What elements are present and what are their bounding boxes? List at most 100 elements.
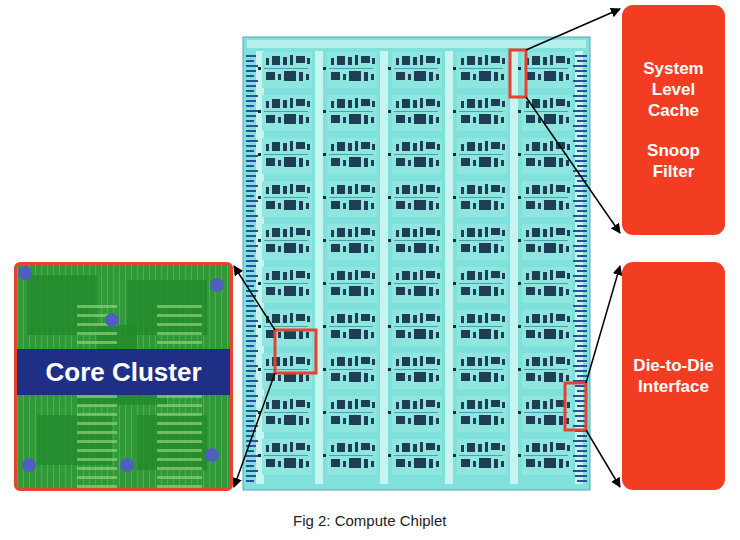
cell-mark	[420, 184, 423, 194]
core-block	[457, 224, 507, 260]
core-block	[457, 52, 507, 88]
cell-mark	[299, 201, 303, 210]
io-tick	[575, 85, 587, 87]
cell-mark	[426, 400, 435, 407]
cell-mark	[348, 401, 352, 409]
cell-mark	[437, 316, 440, 322]
cell-mark	[290, 141, 293, 151]
texture-line	[77, 458, 117, 461]
cell-mark	[491, 314, 500, 321]
cell-mark	[331, 144, 334, 151]
cell-mark	[266, 287, 275, 295]
cell-mark	[567, 445, 570, 451]
cell-mark	[396, 402, 399, 409]
cell-mark	[372, 316, 375, 322]
cell-mark	[436, 160, 439, 166]
cell-mark	[550, 227, 553, 237]
channel	[445, 51, 453, 484]
io-tick	[246, 380, 258, 382]
via-dot	[258, 67, 261, 70]
cell-mark	[272, 185, 280, 194]
cell-mark	[538, 375, 541, 381]
cell-mark	[266, 402, 269, 409]
cell-mark	[532, 142, 540, 151]
cell-mark	[331, 416, 340, 424]
core-block	[392, 396, 442, 432]
io-tick	[573, 155, 587, 157]
io-tick	[575, 235, 587, 237]
texture-dot	[18, 266, 32, 280]
cell-mark	[478, 229, 482, 237]
io-tick	[573, 140, 587, 142]
cell-mark	[306, 332, 309, 338]
texture-line	[77, 422, 117, 425]
texture-line	[157, 431, 202, 434]
cell-mark	[437, 230, 440, 236]
cell-mark	[467, 400, 475, 409]
io-tick	[577, 255, 587, 257]
cell-mark	[567, 144, 570, 150]
cell-mark	[299, 72, 303, 81]
cell-mark	[299, 459, 303, 468]
cell-mark	[266, 115, 275, 123]
cell-mark	[413, 100, 417, 108]
cell-mark	[364, 72, 368, 81]
cell-mark	[331, 244, 340, 252]
cell-mark	[414, 243, 426, 253]
cell-mark	[550, 55, 553, 65]
cell-mark	[461, 287, 470, 295]
cell-mark	[355, 55, 358, 65]
cell-mark	[355, 98, 358, 108]
io-tick	[246, 105, 254, 107]
io-tick	[246, 165, 254, 167]
io-tick	[573, 440, 587, 442]
cell-mark	[284, 114, 296, 124]
cell-mark	[494, 416, 498, 425]
bus-line	[329, 68, 373, 69]
cell-mark	[550, 442, 553, 452]
io-tick	[246, 355, 256, 357]
core-block	[457, 439, 507, 475]
io-tick	[246, 250, 256, 252]
cell-mark	[567, 230, 570, 236]
leader-line	[586, 266, 620, 383]
core-block	[392, 439, 442, 475]
cell-mark	[296, 400, 305, 407]
core-block	[327, 353, 377, 389]
io-tick	[246, 475, 256, 477]
cell-mark	[538, 160, 541, 166]
cell-mark	[349, 458, 361, 468]
bus-line	[264, 68, 308, 69]
cell-mark	[278, 74, 281, 80]
cell-mark	[526, 230, 529, 237]
cell-mark	[361, 228, 370, 235]
via-dot	[518, 368, 521, 371]
via-dot	[388, 411, 391, 414]
cell-mark	[479, 200, 491, 210]
cell-mark	[331, 72, 340, 80]
cell-mark	[343, 160, 346, 166]
cell-mark	[283, 186, 287, 194]
cell-mark	[461, 373, 470, 381]
cell-mark	[307, 230, 310, 236]
io-tick	[246, 385, 256, 387]
cell-mark	[283, 272, 287, 280]
cell-mark	[290, 55, 293, 65]
cell-mark	[402, 271, 410, 280]
cell-mark	[272, 56, 280, 65]
io-tick	[577, 135, 587, 137]
cell-mark	[272, 142, 280, 151]
cell-mark	[364, 373, 368, 382]
cell-mark	[331, 402, 334, 409]
core-block	[457, 310, 507, 346]
via-dot	[258, 282, 261, 285]
cell-mark	[473, 203, 476, 209]
cell-mark	[544, 372, 556, 382]
io-tick	[577, 150, 587, 152]
cell-mark	[485, 141, 488, 151]
cell-mark	[485, 227, 488, 237]
cell-mark	[491, 185, 500, 192]
cell-mark	[396, 72, 405, 80]
cell-mark	[349, 415, 361, 425]
bus-line	[329, 412, 373, 413]
